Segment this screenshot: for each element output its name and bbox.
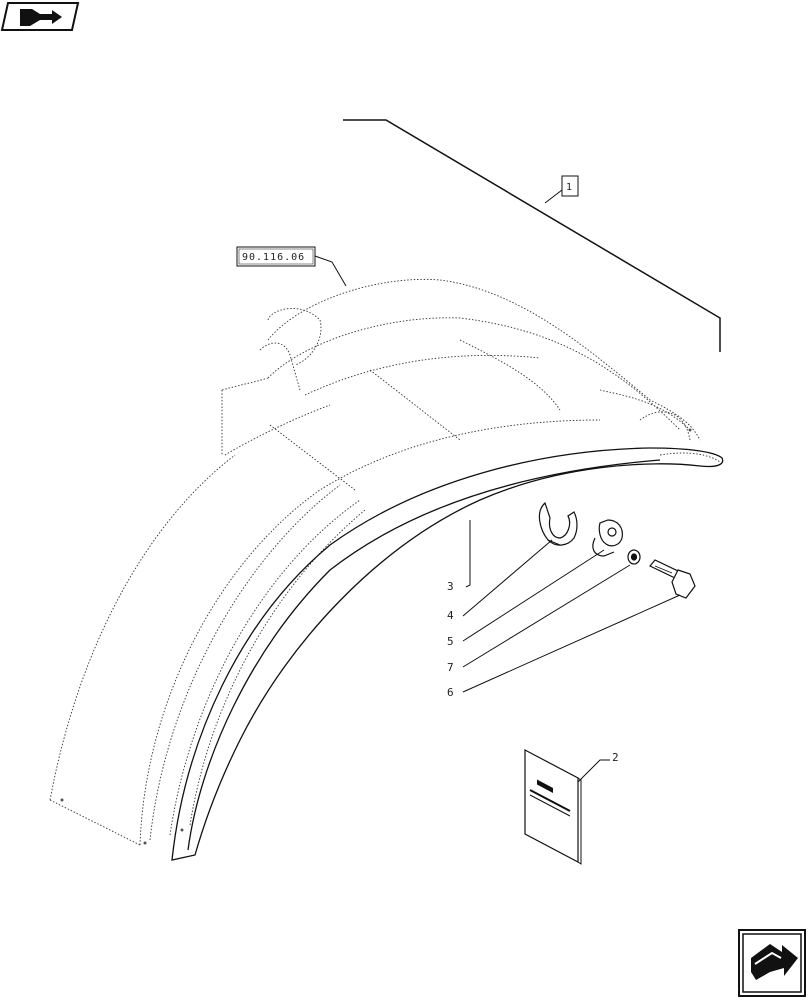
fender-rivets	[60, 428, 692, 845]
next-page-button[interactable]	[738, 929, 806, 997]
previous-page-arrow-icon	[20, 9, 62, 26]
fender-rim	[171, 447, 724, 861]
cable-clamp-part	[592, 519, 623, 557]
callout-label-4: 4	[447, 609, 454, 622]
leader-3	[465, 520, 471, 588]
washer-part	[627, 549, 641, 565]
clip-part	[538, 501, 578, 546]
leader-6	[462, 594, 681, 693]
callout-label-5: 5	[447, 635, 454, 648]
section-ref-text: 90.116.06	[242, 252, 305, 263]
section-reference: 90.116.06	[236, 246, 347, 287]
bolt-part	[649, 559, 696, 599]
callout-label-7: 7	[447, 661, 454, 674]
assembly-reference: 1	[343, 119, 721, 352]
leader-5	[462, 549, 605, 642]
callout-label-3: 3	[447, 580, 454, 593]
previous-page-button[interactable]	[0, 2, 80, 31]
assembly-ref-text: 1	[566, 182, 573, 193]
assembly-ref-box	[561, 175, 579, 197]
leader-4	[462, 539, 553, 617]
next-page-arrow-icon	[751, 944, 798, 980]
callout-label-6: 6	[447, 686, 454, 699]
leader-7	[462, 564, 631, 668]
manual-booklet-part	[524, 749, 610, 865]
fender-illustration	[49, 278, 721, 846]
callout-label-2: 2	[612, 751, 619, 764]
